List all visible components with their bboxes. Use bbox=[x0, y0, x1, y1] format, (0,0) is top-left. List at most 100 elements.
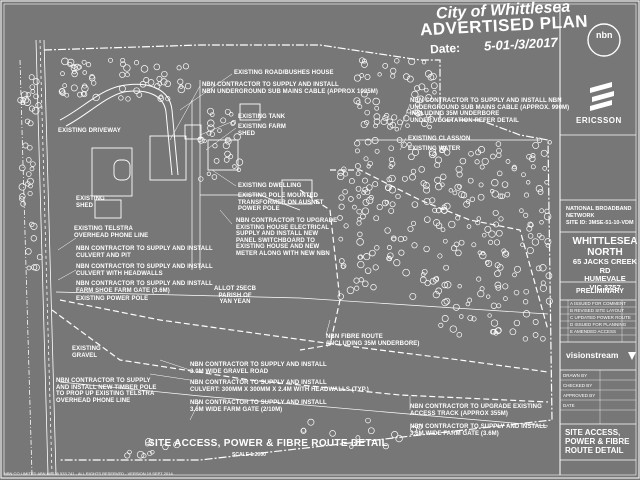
tree-symbol bbox=[124, 452, 131, 459]
label-line: NBN CONTRACTOR TO SUPPLY AND INSTALL bbox=[76, 281, 213, 287]
tree-symbol bbox=[388, 174, 396, 183]
tree-symbol bbox=[360, 60, 368, 68]
tree-symbol bbox=[353, 97, 361, 105]
tree-symbol bbox=[366, 184, 373, 191]
tree-symbol bbox=[36, 254, 43, 261]
tree-symbol bbox=[357, 104, 363, 110]
label-line: NBN FIBRE ROUTE bbox=[326, 334, 383, 340]
tree-symbol bbox=[536, 232, 542, 238]
label-fibre-route: NBN FIBRE ROUTE(INCLUDING 35m UNDERBORE) bbox=[326, 334, 420, 347]
tree-symbol bbox=[384, 227, 391, 234]
tree-symbol bbox=[529, 155, 536, 163]
tree-symbol bbox=[441, 281, 449, 289]
tree-symbol bbox=[540, 149, 548, 157]
tree-symbol bbox=[162, 443, 169, 451]
tree-symbol bbox=[354, 163, 361, 170]
tree-symbol bbox=[338, 203, 345, 210]
label-line: EXISTING CLASS/ON bbox=[408, 136, 471, 142]
tree-symbol bbox=[511, 165, 518, 172]
revision-row: B REVISED SITE LAYOUT bbox=[570, 308, 625, 313]
tree-symbol bbox=[118, 85, 126, 93]
tree-symbol bbox=[468, 151, 474, 157]
tree-symbol bbox=[232, 164, 237, 169]
tree-symbol bbox=[357, 231, 363, 237]
tree-symbol bbox=[380, 118, 388, 125]
tree-symbol bbox=[485, 260, 493, 267]
tree-symbol bbox=[536, 137, 543, 143]
tree-symbol bbox=[539, 234, 545, 241]
tree-symbol bbox=[414, 85, 421, 92]
tree-symbol bbox=[35, 102, 42, 109]
tree-symbol bbox=[410, 425, 417, 433]
tree-symbol bbox=[522, 310, 531, 318]
tree-symbol bbox=[443, 297, 451, 305]
tree-symbol bbox=[139, 81, 147, 88]
tree-symbol bbox=[542, 166, 548, 171]
tree-symbol bbox=[118, 95, 124, 101]
tree-symbol bbox=[467, 177, 474, 184]
tree-symbol bbox=[202, 138, 207, 144]
tree-symbol bbox=[136, 92, 143, 98]
tree-symbol bbox=[364, 267, 372, 274]
tree-symbol bbox=[494, 281, 502, 289]
tree-symbol bbox=[455, 215, 461, 221]
tree-symbol bbox=[28, 105, 36, 112]
tree-symbol bbox=[354, 148, 360, 154]
tree-symbol bbox=[528, 222, 534, 228]
tree-symbol bbox=[522, 299, 529, 305]
tree-symbol bbox=[471, 316, 477, 322]
tree-symbol bbox=[419, 276, 427, 284]
tree-symbol bbox=[521, 172, 526, 178]
tree-symbol bbox=[458, 190, 466, 198]
label-line: UNDER VEGETATION REFER DETAIL bbox=[410, 117, 519, 124]
tree-symbol bbox=[427, 124, 432, 130]
tree-symbol bbox=[497, 264, 504, 271]
tree-symbol bbox=[401, 175, 408, 182]
tree-symbol bbox=[91, 80, 97, 86]
tree-symbol bbox=[440, 182, 445, 187]
tree-symbol bbox=[527, 233, 534, 239]
tree-symbol bbox=[18, 183, 26, 191]
tree-symbol bbox=[432, 90, 437, 95]
tree-symbol bbox=[120, 61, 126, 68]
tree-symbol bbox=[157, 81, 163, 87]
label-existing-water: EXISTING WATER bbox=[408, 146, 460, 153]
label-line: EXISTING HOUSE ELECTRICAL bbox=[236, 224, 330, 231]
project-block: WHITTLESEA NORTH 65 JACKS CREEK RD HUMEV… bbox=[572, 236, 638, 292]
tree-symbol bbox=[449, 325, 457, 333]
tree-symbol bbox=[64, 92, 70, 98]
tree-symbol bbox=[387, 252, 394, 259]
tree-symbol bbox=[407, 225, 414, 233]
tree-symbol bbox=[411, 90, 419, 99]
footer-note: NBN CO LIMITED ABN 86 136 533 741 - ALL … bbox=[4, 471, 173, 476]
label-line: YAN YEAN bbox=[219, 299, 251, 305]
label-line: NBN CONTRACTOR TO SUPPLY AND INSTALL bbox=[202, 82, 339, 88]
label-line: 3.6m WIDE FARM GATE (3.6m) bbox=[410, 430, 499, 437]
tree-symbol bbox=[434, 176, 442, 184]
label-line: NBN CONTRACTOR TO SUPPLY bbox=[56, 378, 151, 384]
tree-symbol bbox=[418, 83, 426, 91]
tree-symbol bbox=[343, 171, 349, 177]
tree-symbol bbox=[526, 246, 534, 255]
tree-symbol bbox=[381, 199, 389, 207]
tree-symbol bbox=[414, 109, 421, 117]
tree-symbol bbox=[73, 63, 81, 71]
tree-symbol bbox=[490, 319, 499, 327]
tree-symbol bbox=[184, 82, 192, 90]
detail-title: SITE ACCESS, POWER & FIBRE ROUTE DETAIL bbox=[148, 438, 389, 449]
drawing-title-line: POWER & FIBRE bbox=[565, 437, 630, 446]
tree-symbol bbox=[409, 292, 417, 300]
tree-symbol bbox=[60, 90, 66, 96]
tree-symbol bbox=[361, 207, 370, 215]
tree-symbol bbox=[503, 296, 508, 301]
tree-symbol bbox=[539, 208, 545, 214]
tree-symbol bbox=[342, 189, 348, 195]
tree-symbol bbox=[337, 293, 344, 300]
tree-symbol bbox=[495, 285, 502, 291]
label-line: NBN CONTRACTOR TO UPGRADE EXISTING bbox=[410, 404, 542, 410]
tree-symbol bbox=[540, 336, 546, 342]
tree-symbol bbox=[158, 94, 164, 100]
